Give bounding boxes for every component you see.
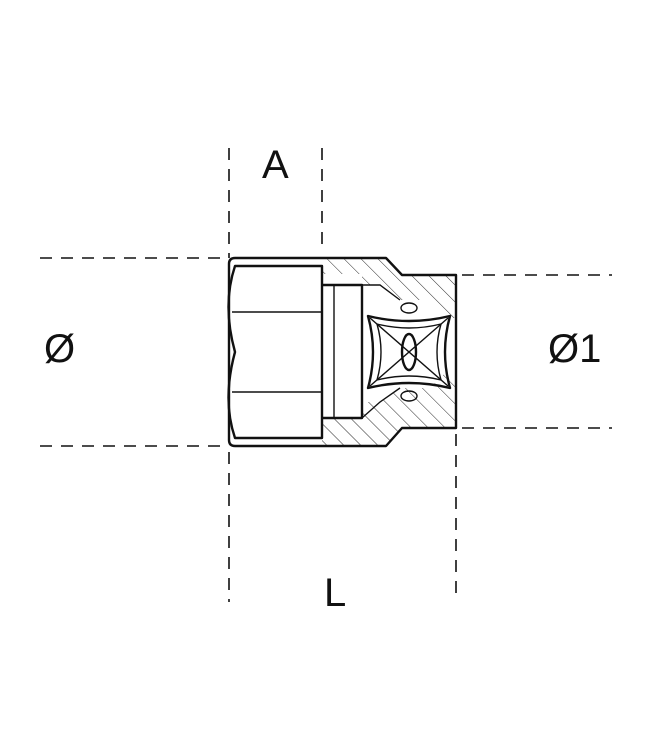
dimension-lines [40, 148, 612, 602]
bore-step [322, 283, 364, 420]
chamfer-bottom [361, 387, 401, 419]
detent-top [400, 302, 418, 314]
label-l: L [324, 571, 346, 615]
square-drive-outer [366, 314, 452, 390]
drive-diagonal-b [369, 317, 449, 387]
label-diameter: Ø [44, 327, 75, 371]
detent-hole [400, 332, 418, 372]
label-diameter-1: Ø1 [548, 327, 601, 371]
chamfer-top [362, 284, 401, 301]
socket-body [227, 256, 458, 448]
hex-bore [227, 264, 324, 440]
socket-outer-outline [227, 256, 458, 448]
square-drive [366, 302, 452, 402]
label-a: A [262, 143, 289, 187]
detent-bottom [400, 390, 418, 402]
